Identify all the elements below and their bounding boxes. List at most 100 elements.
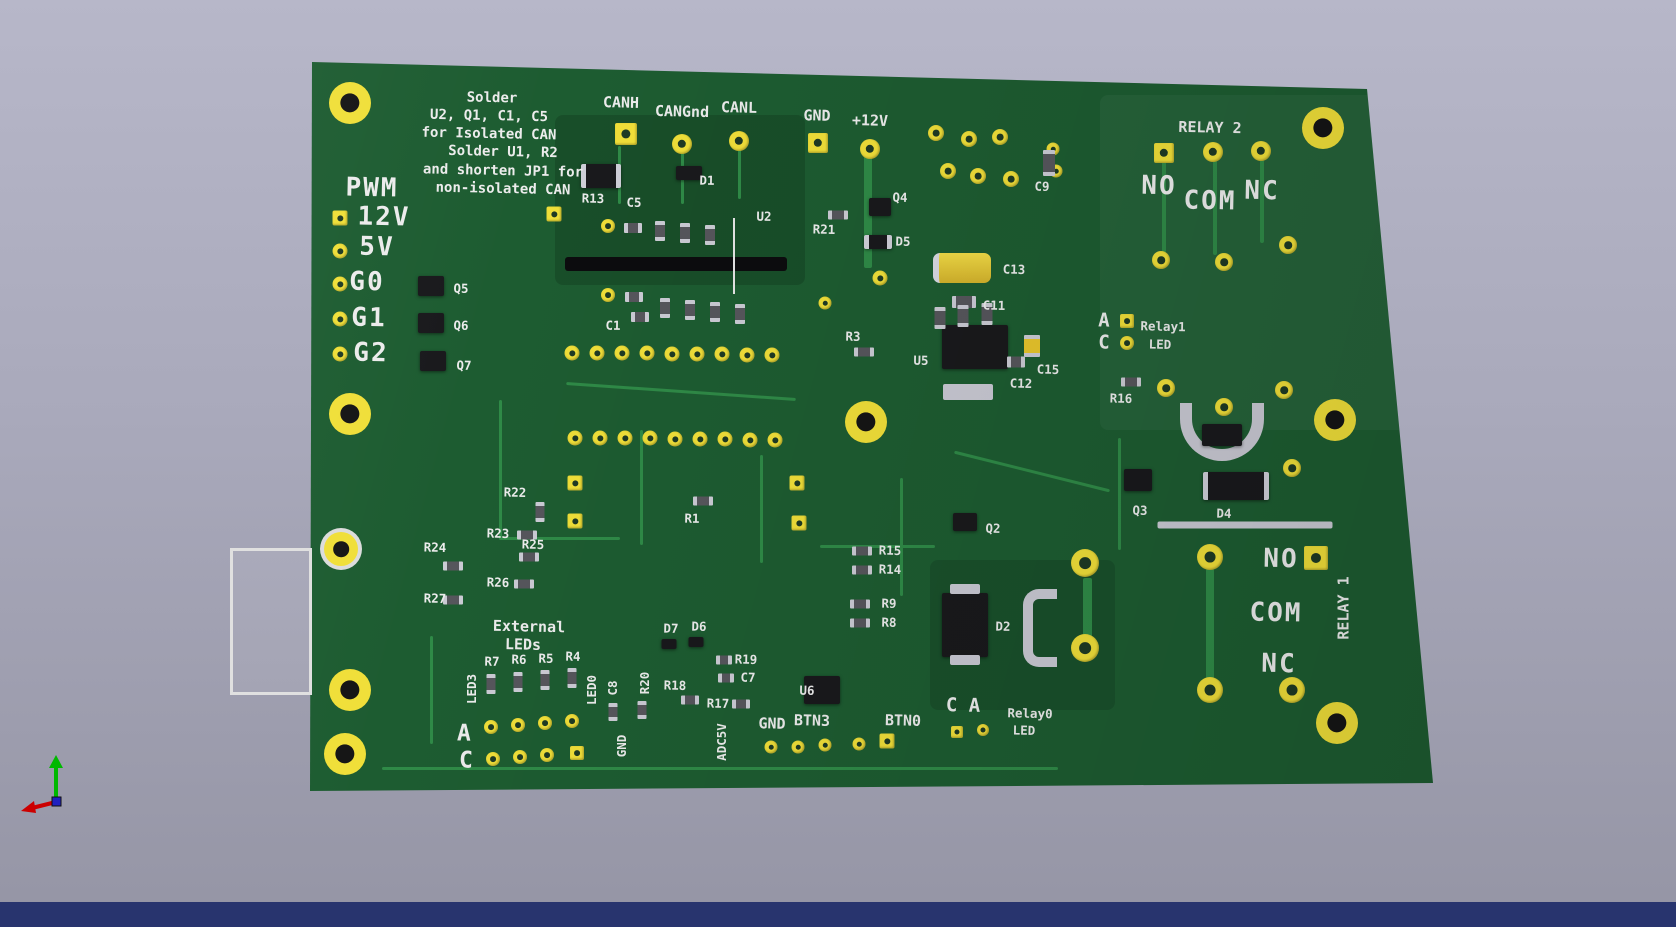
through-hole-pad xyxy=(332,311,348,327)
ref-c11: C11 xyxy=(982,297,1006,313)
through-hole-pad xyxy=(570,746,584,760)
smd-resistor xyxy=(486,674,496,694)
smd-resistor xyxy=(732,699,750,709)
through-hole-pad xyxy=(1215,253,1233,271)
smd-resistor xyxy=(735,304,745,324)
relay0-led-name: Relay0 xyxy=(1007,705,1053,722)
relay2-com-label: COM xyxy=(1183,185,1237,217)
transistor xyxy=(869,198,891,216)
smd-resistor xyxy=(517,530,537,540)
relay1-led-anode-label: A xyxy=(1098,309,1110,332)
smd-resistor xyxy=(443,561,463,571)
ref-q4: Q4 xyxy=(892,189,908,205)
through-hole-pad xyxy=(332,210,348,226)
pin-label-canh: CANH xyxy=(602,93,640,112)
smd-resistor xyxy=(535,502,545,522)
component-lead xyxy=(950,584,980,594)
ref-d6: D6 xyxy=(691,618,707,634)
diode xyxy=(864,235,892,249)
through-hole-pad xyxy=(742,432,758,448)
through-hole-pad xyxy=(714,346,730,362)
assembly-note-line: Solder U1, R2 xyxy=(448,142,558,162)
assembly-note-line: Solder xyxy=(466,89,518,107)
pwm-header-label: PWM xyxy=(345,172,399,204)
through-hole-pad xyxy=(1275,381,1293,399)
ref-r3: R3 xyxy=(845,328,861,344)
smd-resistor xyxy=(710,302,720,322)
component-lead xyxy=(950,655,980,665)
through-hole-pad xyxy=(808,133,828,153)
assembly-note-line: U2, Q1, C1, C5 xyxy=(429,106,549,126)
ref-r25: R25 xyxy=(521,536,545,552)
ref-r22: R22 xyxy=(503,484,527,500)
smd-resistor xyxy=(854,347,874,357)
axis-x-arrowhead xyxy=(21,801,36,813)
through-hole-pad xyxy=(564,345,580,361)
mounting-hole xyxy=(329,669,371,711)
pin-label-12v: 12V xyxy=(357,201,411,233)
through-hole-pad xyxy=(717,431,733,447)
through-hole-pad xyxy=(764,347,780,363)
ref-q5: Q5 xyxy=(453,280,469,296)
smd-resistor xyxy=(513,672,523,692)
through-hole-pad xyxy=(672,134,692,154)
smd-capacitor xyxy=(1007,356,1025,368)
diode xyxy=(676,166,702,180)
pin-label-canl: CANL xyxy=(720,98,758,117)
axis-z-marker xyxy=(51,796,62,807)
smd-resistor xyxy=(850,618,870,628)
smd-resistor xyxy=(443,595,463,605)
assembly-note-line: non-isolated CAN xyxy=(435,179,571,199)
through-hole-pad xyxy=(961,131,977,147)
smd-resistor xyxy=(685,300,695,320)
ref-d1: D1 xyxy=(699,172,715,188)
relay-clip xyxy=(1023,589,1057,667)
smd-capacitor xyxy=(934,307,946,329)
ref-r13: R13 xyxy=(581,190,605,206)
adc5v-label: ADC5V xyxy=(713,723,729,761)
smd-resistor xyxy=(540,670,550,690)
through-hole-pad xyxy=(739,347,755,363)
through-hole-pad xyxy=(791,515,807,531)
smd-capacitor xyxy=(718,673,734,683)
through-hole-pad xyxy=(486,752,500,766)
ref-c8: C8 xyxy=(604,680,620,696)
through-hole-pad xyxy=(928,125,944,141)
through-hole-pad xyxy=(567,430,583,446)
smd-resistor xyxy=(681,695,699,705)
copper-trace xyxy=(1162,161,1166,253)
through-hole-pad xyxy=(1203,142,1223,162)
through-hole-pad xyxy=(1120,336,1134,350)
smd-resistor xyxy=(637,701,647,719)
copper-trace xyxy=(1118,438,1121,550)
through-hole-pad xyxy=(879,733,895,749)
ref-d7: D7 xyxy=(663,620,679,636)
ref-r8: R8 xyxy=(881,614,897,630)
smd-resistor xyxy=(850,599,870,609)
smd-resistor xyxy=(716,655,732,665)
copper-trace xyxy=(499,400,502,540)
pin-label-g1: G1 xyxy=(351,302,387,334)
smd-resistor xyxy=(660,298,670,318)
pin-label-g0: G0 xyxy=(349,266,385,298)
through-hole-pad xyxy=(818,738,832,752)
smd-capacitor xyxy=(981,303,993,325)
ref-c5: C5 xyxy=(626,194,642,210)
led3-label: LED3 xyxy=(463,673,479,705)
through-hole-pad xyxy=(484,720,498,734)
relay1-nc-label: NC xyxy=(1261,648,1297,680)
ref-u6: U6 xyxy=(799,682,815,698)
relay1-led-name2: LED xyxy=(1148,336,1172,352)
ref-d5: D5 xyxy=(895,233,911,249)
relay1-com-label: COM xyxy=(1249,597,1303,629)
smd-resistor xyxy=(514,579,534,589)
through-hole-pad xyxy=(565,714,579,728)
copper-trace xyxy=(1083,578,1092,640)
ref-r17: R17 xyxy=(706,695,730,711)
copper-trace xyxy=(640,430,643,545)
transistor xyxy=(418,313,444,333)
through-hole-pad xyxy=(852,737,866,751)
